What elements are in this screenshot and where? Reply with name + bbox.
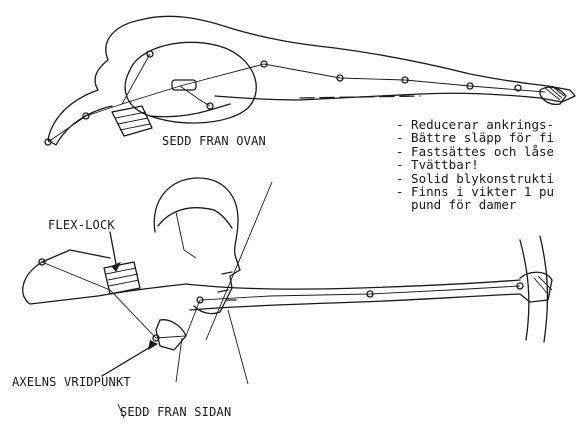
label-top-view: SEDD FRAN OVAN	[162, 134, 266, 148]
label-flex-lock: FLEX-LOCK	[48, 218, 115, 232]
feature-item-2: - Bättre släpp för fi	[396, 131, 554, 144]
side-weight	[104, 262, 140, 294]
feature-item-1: - Reducerar ankrings-	[396, 118, 554, 131]
feature-item-6: - Finns i vikter 1 pu	[396, 185, 554, 198]
feature-item-3: - Fastsättes och låse	[396, 145, 554, 158]
feature-item-4: - Tvättbar!	[396, 158, 554, 171]
label-pivot: AXELNS VRIDPUNKT	[12, 375, 131, 389]
feature-list: - Reducerar ankrings- - Bättre släpp för…	[396, 118, 554, 212]
label-side-view: SEDD FRAN SIDAN	[120, 405, 231, 419]
feature-item-7: pund för damer	[396, 198, 554, 211]
top-weight	[112, 106, 152, 136]
side-joints	[39, 259, 523, 341]
feature-item-5: - Solid blykonstrukti	[396, 172, 554, 185]
